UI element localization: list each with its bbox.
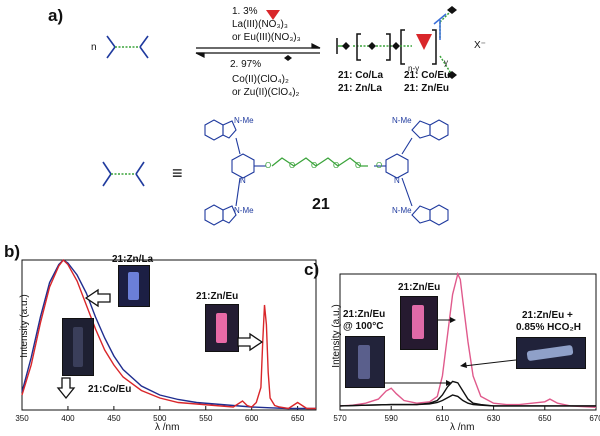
panel-b-tick-label: 550	[199, 414, 213, 423]
transition-metal-diamond-icon	[284, 55, 292, 61]
label-zn-eu-b: 21:Zn/Eu	[196, 291, 239, 302]
vial-glow-blue	[128, 272, 139, 300]
panel-c-series-0	[339, 271, 597, 408]
panel-c-xlabel: λ /nm	[450, 422, 475, 433]
panel-c-tick-label: 650	[538, 414, 552, 423]
step1-reagent-2: or Eu(III)(NO₃)₃	[232, 32, 301, 43]
photo-zn-eu-c	[400, 296, 438, 350]
panel-b-tick-label: 650	[291, 414, 305, 423]
pointer-heated-head	[446, 380, 452, 386]
panel-b-chart: 350 400 450 500 550 600 650	[15, 258, 317, 423]
nme-bottom-right: N-Me	[392, 206, 412, 215]
atom-n-left: N	[240, 176, 246, 185]
combo-zn-eu: 21: Zn/Eu	[404, 83, 450, 94]
lanthanide-triangle-icon	[266, 10, 280, 20]
pointer-zn-eu-head	[450, 317, 456, 323]
monomer-symbol-key	[102, 161, 145, 187]
atom-o-1: O	[265, 161, 272, 170]
photo-acid	[516, 337, 586, 369]
arrow-right-hollow	[237, 332, 264, 352]
atom-o-2: O	[289, 161, 296, 170]
panel-b-xlabel: λ /nm	[155, 422, 180, 433]
panel-c-tick-label: 670	[589, 414, 600, 423]
panel-b-frame	[21, 259, 317, 411]
panel-b-series-1	[21, 258, 316, 410]
nme-top-right: N-Me	[392, 116, 412, 125]
photo-heated	[345, 336, 385, 388]
panel-a-letter: a)	[48, 6, 64, 25]
counter-ion: X⁻	[474, 40, 486, 51]
photo-zn-la	[118, 265, 150, 307]
combo-co-la: 21: Co/La	[338, 70, 384, 81]
atom-o-3: O	[311, 161, 318, 170]
atom-o-4: O	[333, 161, 340, 170]
equilibrium-arrows	[195, 43, 321, 58]
reactant-n: n	[91, 42, 97, 53]
peg-linker	[271, 157, 368, 167]
label-zn-eu-c: 21:Zn/Eu	[398, 282, 441, 293]
atom-o-5: O	[355, 161, 362, 170]
panel-c-tick-label: 590	[385, 414, 399, 423]
atom-o-6: O	[376, 161, 383, 170]
step1-reagent-1: La(III)(NO₃)₃	[232, 19, 288, 30]
label-heated-2: @ 100°C	[343, 321, 384, 332]
panel-c-series-2	[339, 394, 596, 407]
panel-b-letter: b)	[4, 242, 21, 261]
panel-b-series-0	[21, 259, 316, 410]
label-co-eu: 21:Co/Eu	[88, 384, 132, 395]
panel-c-chart: 570 590 610 630 650 670	[333, 271, 600, 423]
label-heated-1: 21:Zn/Eu	[343, 309, 386, 320]
panel-b-tick-label: 400	[61, 414, 75, 423]
combo-co-eu: 21: Co/Eu	[404, 70, 451, 81]
photo-co-eu	[62, 318, 94, 376]
polymer-diamond-top	[447, 6, 457, 14]
step2-reagent-2: or Zu(II)(ClO₄)₂	[232, 87, 300, 98]
step2-num: 2. 97%	[230, 59, 262, 70]
polymer-lanthanide-triangle	[416, 34, 432, 50]
atom-n-right: N	[394, 176, 400, 185]
step2-reagent-1: Co(II)(ClO₄)₂	[232, 74, 289, 85]
panel-b-tick-label: 500	[153, 414, 167, 423]
combo-zn-la: 21: Zn/La	[338, 83, 382, 94]
label-zn-la: 21:Zn/La	[112, 254, 154, 265]
panel-c-letter: c)	[304, 260, 320, 279]
panel-b-arrows	[56, 288, 264, 400]
nme-top-left: N-Me	[234, 116, 254, 125]
vial-glow-red	[216, 313, 227, 343]
equiv-sign: ≡	[172, 163, 183, 183]
vial-heated	[358, 345, 370, 379]
panel-c-tick-label: 610	[436, 414, 450, 423]
subscript-n-y: n-y	[408, 64, 420, 73]
pointer-acid	[463, 359, 517, 367]
monomer-symbol	[106, 35, 149, 59]
vial-dark	[73, 327, 83, 367]
panel-a-scheme	[102, 6, 457, 226]
subscript-y: y	[444, 58, 448, 67]
label-acid-2: 0.85% HCO₂H	[516, 322, 582, 333]
arrow-left-hollow	[84, 288, 111, 308]
pointer-acid-head	[460, 362, 467, 368]
vial-glow-red-c	[412, 305, 424, 339]
photo-zn-eu-b	[205, 304, 239, 352]
panel-b-tick-label: 450	[107, 414, 121, 423]
nme-bottom-left: N-Me	[234, 206, 254, 215]
panel-c-tick-label: 570	[333, 414, 347, 423]
arrow-down-hollow	[56, 377, 76, 400]
polymer-diamond-bottom	[447, 71, 457, 79]
label-acid-1: 21:Zn/Eu +	[522, 310, 573, 321]
panel-b-tick-label: 350	[15, 414, 29, 423]
panel-c-tick-label: 630	[487, 414, 501, 423]
ligand-21-structure	[204, 119, 449, 226]
compound-label: 21	[312, 196, 330, 213]
panel-b-tick-label: 600	[245, 414, 259, 423]
step1-num: 1. 3%	[232, 6, 258, 17]
panel-c-frame	[339, 273, 597, 411]
